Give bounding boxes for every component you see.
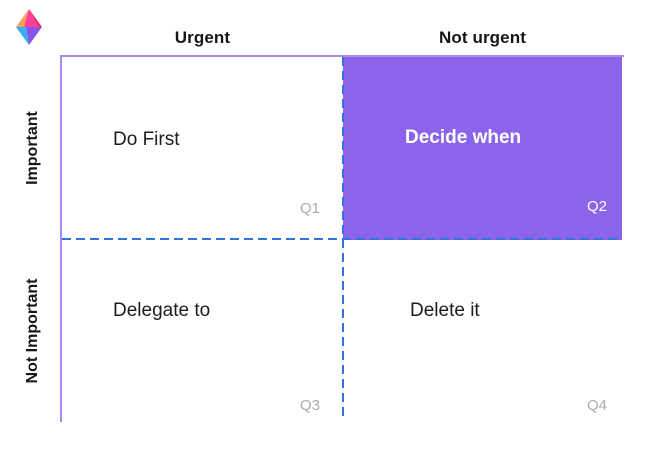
quadrant-title: Delegate to (113, 300, 211, 321)
quadrant-tag: Q1 (299, 200, 320, 217)
quadrant-q2-decide-when: Decide when Q2 (343, 57, 622, 240)
row-header-important: Important (24, 111, 41, 185)
quadrant-title: Delete it (410, 300, 480, 321)
quadrant-tag: Q3 (299, 397, 320, 414)
column-header-urgent: Urgent (174, 28, 231, 47)
quadrant-tag: Q2 (586, 198, 607, 215)
quadrant-title: Decide when (405, 127, 522, 148)
quadrant-q4-delete-it: Delete it Q4 (343, 240, 622, 420)
quadrant-q3-delegate-to: Delegate to Q3 (62, 240, 343, 420)
quadrant-title: Do First (113, 129, 180, 150)
quadrant-q1-do-first: Do First Q1 (62, 57, 343, 240)
row-header-not-important: Not Important (24, 278, 41, 384)
matrix-grid: Do First Q1 Decide when Q2 Delegate to Q… (62, 57, 622, 420)
priority-matrix: Do First Q1 Decide when Q2 Delegate to Q… (60, 55, 624, 422)
quadrant-tag: Q4 (586, 397, 607, 414)
vertical-dashed-divider (342, 57, 344, 420)
gem-diamond-logo-icon (16, 9, 42, 45)
column-header-not-urgent: Not urgent (439, 28, 526, 47)
